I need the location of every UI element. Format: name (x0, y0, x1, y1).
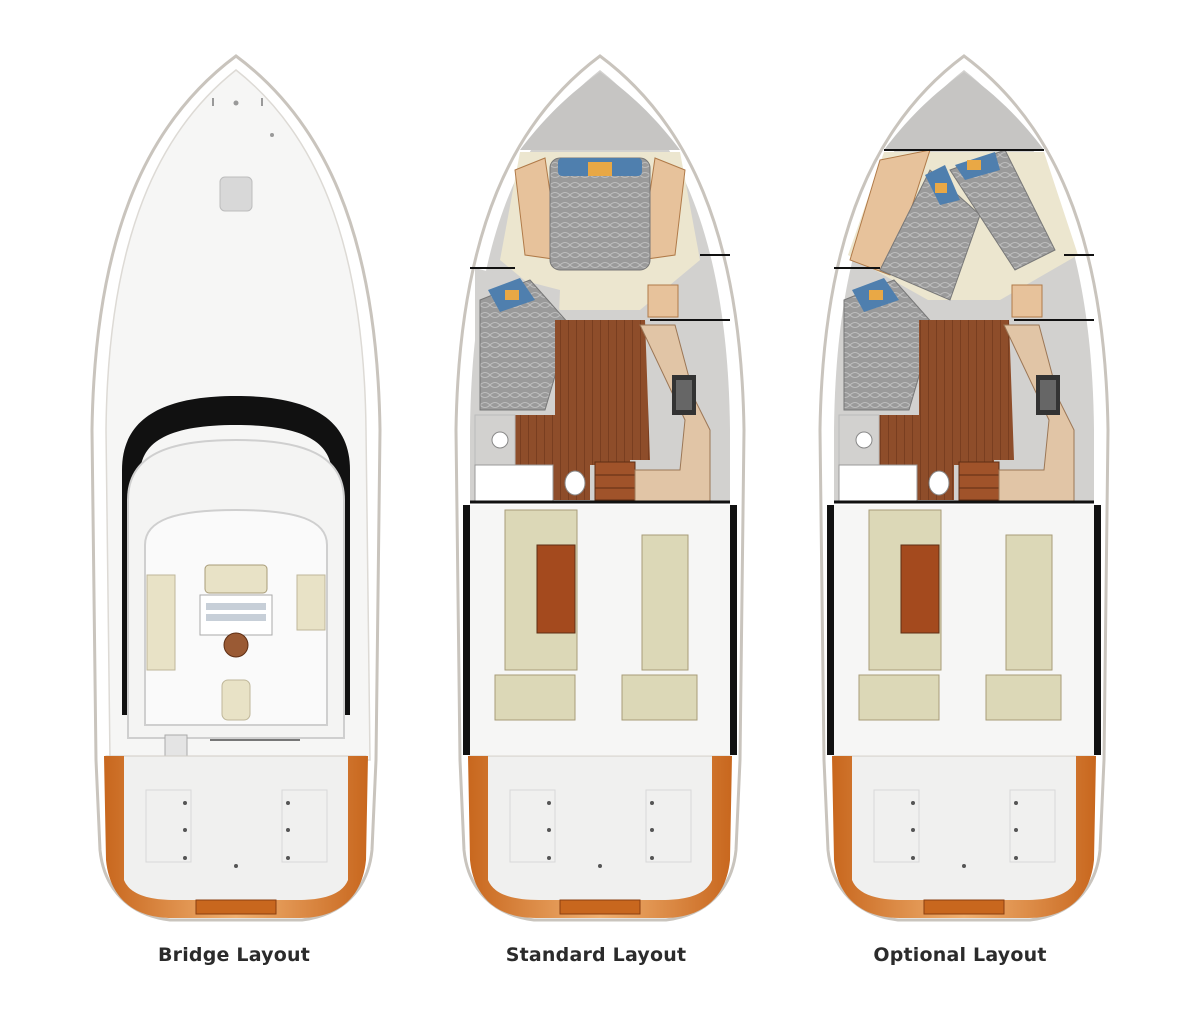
salon-table (900, 544, 940, 634)
optional-layout-plan (818, 54, 1110, 922)
covering-board (468, 756, 732, 918)
sink-icon (855, 431, 873, 449)
covering-board (104, 756, 368, 918)
hardtop-frame (122, 396, 350, 715)
bridge-layout-caption: Bridge Layout (157, 944, 311, 966)
sink-icon (491, 431, 509, 449)
optional-layout-caption: Optional Layout (873, 944, 1047, 966)
covering-board (832, 756, 1096, 918)
forepeak (520, 72, 680, 150)
toilet-icon (564, 470, 586, 496)
salon-table (536, 544, 576, 634)
toilet-icon (928, 470, 950, 496)
bench-seat-right (296, 574, 326, 631)
standard-layout-plan (454, 54, 746, 922)
forepeak (884, 72, 1044, 150)
helm-seat (204, 564, 268, 594)
bridge-layout-plan (90, 54, 382, 922)
salon-sofa-stbd (641, 534, 689, 671)
salon-sofa-stbd (1005, 534, 1053, 671)
standard-layout-caption: Standard Layout (505, 944, 687, 966)
helm-chair-icon (223, 632, 249, 658)
hatch-icon (219, 176, 253, 212)
bench-seat-left (146, 574, 176, 671)
